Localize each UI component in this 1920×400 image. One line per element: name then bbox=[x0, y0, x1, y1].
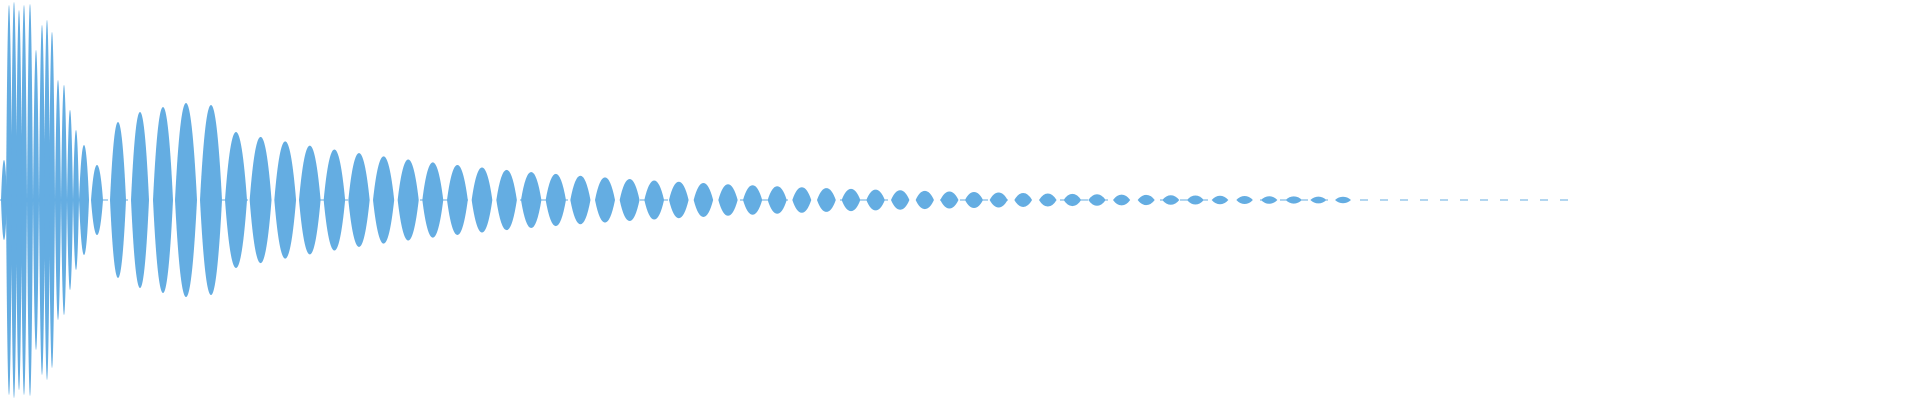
waveform-lobe bbox=[348, 153, 370, 247]
waveform-lobe bbox=[915, 190, 934, 210]
waveform-lobe bbox=[1285, 196, 1302, 204]
waveform-lobe bbox=[131, 112, 149, 288]
waveform-lobe bbox=[6, 5, 12, 395]
waveform-lobe bbox=[496, 169, 517, 231]
waveform-lobe bbox=[965, 192, 983, 208]
waveform-lobe bbox=[323, 149, 346, 251]
waveform-lobe bbox=[1, 160, 7, 240]
waveform-lobe bbox=[891, 190, 910, 210]
waveform-lobe bbox=[44, 20, 50, 380]
waveform-lobe bbox=[817, 188, 836, 212]
waveform-lobe bbox=[55, 80, 61, 320]
waveform-lobe bbox=[1039, 193, 1057, 207]
waveform-lobe bbox=[249, 136, 272, 264]
waveform-lobe bbox=[27, 4, 33, 396]
waveform-lobe bbox=[175, 103, 197, 297]
waveform-lobe bbox=[1211, 195, 1229, 205]
waveform-lobe bbox=[110, 122, 126, 278]
waveform-lobe bbox=[866, 189, 885, 211]
waveform-lobe bbox=[1088, 194, 1106, 206]
waveform-lobe bbox=[718, 184, 738, 216]
waveform-lobe bbox=[21, 5, 27, 395]
waveform-lobes bbox=[1, 2, 1351, 398]
waveform-lobe bbox=[767, 186, 787, 214]
waveform-lobe bbox=[397, 159, 419, 241]
waveform-lobe bbox=[1137, 194, 1155, 206]
waveform-lobe bbox=[1261, 196, 1278, 204]
waveform-lobe bbox=[545, 173, 566, 227]
waveform-lobe bbox=[299, 145, 321, 255]
waveform-lobe bbox=[1335, 196, 1351, 204]
waveform-lobe bbox=[940, 191, 959, 209]
waveform-lobe bbox=[16, 10, 22, 390]
waveform-lobe bbox=[225, 132, 247, 268]
waveform-lobe bbox=[39, 25, 45, 375]
waveform-lobe bbox=[1310, 196, 1327, 204]
waveform-lobe bbox=[743, 185, 763, 215]
waveform-lobe bbox=[274, 141, 297, 259]
waveform-lobe bbox=[644, 180, 665, 220]
waveform-lobe bbox=[200, 105, 222, 295]
waveform-lobe bbox=[1063, 193, 1082, 207]
waveform-lobe bbox=[792, 187, 812, 213]
waveform-lobe bbox=[693, 183, 714, 217]
waveform-lobe bbox=[91, 165, 103, 235]
waveform-lobe bbox=[841, 188, 861, 212]
waveform-lobe bbox=[79, 145, 89, 255]
waveform-lobe bbox=[1113, 194, 1131, 206]
waveform-lobe bbox=[595, 177, 615, 223]
waveform-lobe bbox=[447, 165, 468, 235]
waveform-lobe bbox=[11, 2, 17, 398]
waveform-lobe bbox=[153, 107, 173, 293]
waveform-lobe bbox=[989, 192, 1008, 208]
waveform-lobe bbox=[373, 156, 395, 244]
waveform-lobe bbox=[422, 162, 444, 238]
waveform-lobe bbox=[1236, 195, 1253, 205]
waveform-lobe bbox=[33, 50, 39, 350]
waveform-lobe bbox=[521, 171, 542, 229]
waveform-lobe bbox=[67, 110, 73, 290]
waveform-lobe bbox=[619, 178, 640, 222]
waveform-lobe bbox=[1187, 195, 1204, 205]
waveform-lobe bbox=[1014, 193, 1033, 207]
waveform-lobe bbox=[570, 175, 591, 225]
waveform-lobe bbox=[73, 130, 79, 270]
waveform-lobe bbox=[1162, 195, 1180, 205]
waveform-lobe bbox=[61, 85, 67, 315]
waveform-lobe bbox=[669, 181, 689, 219]
waveform-lobe bbox=[471, 167, 493, 233]
waveform-lobe bbox=[49, 32, 55, 368]
